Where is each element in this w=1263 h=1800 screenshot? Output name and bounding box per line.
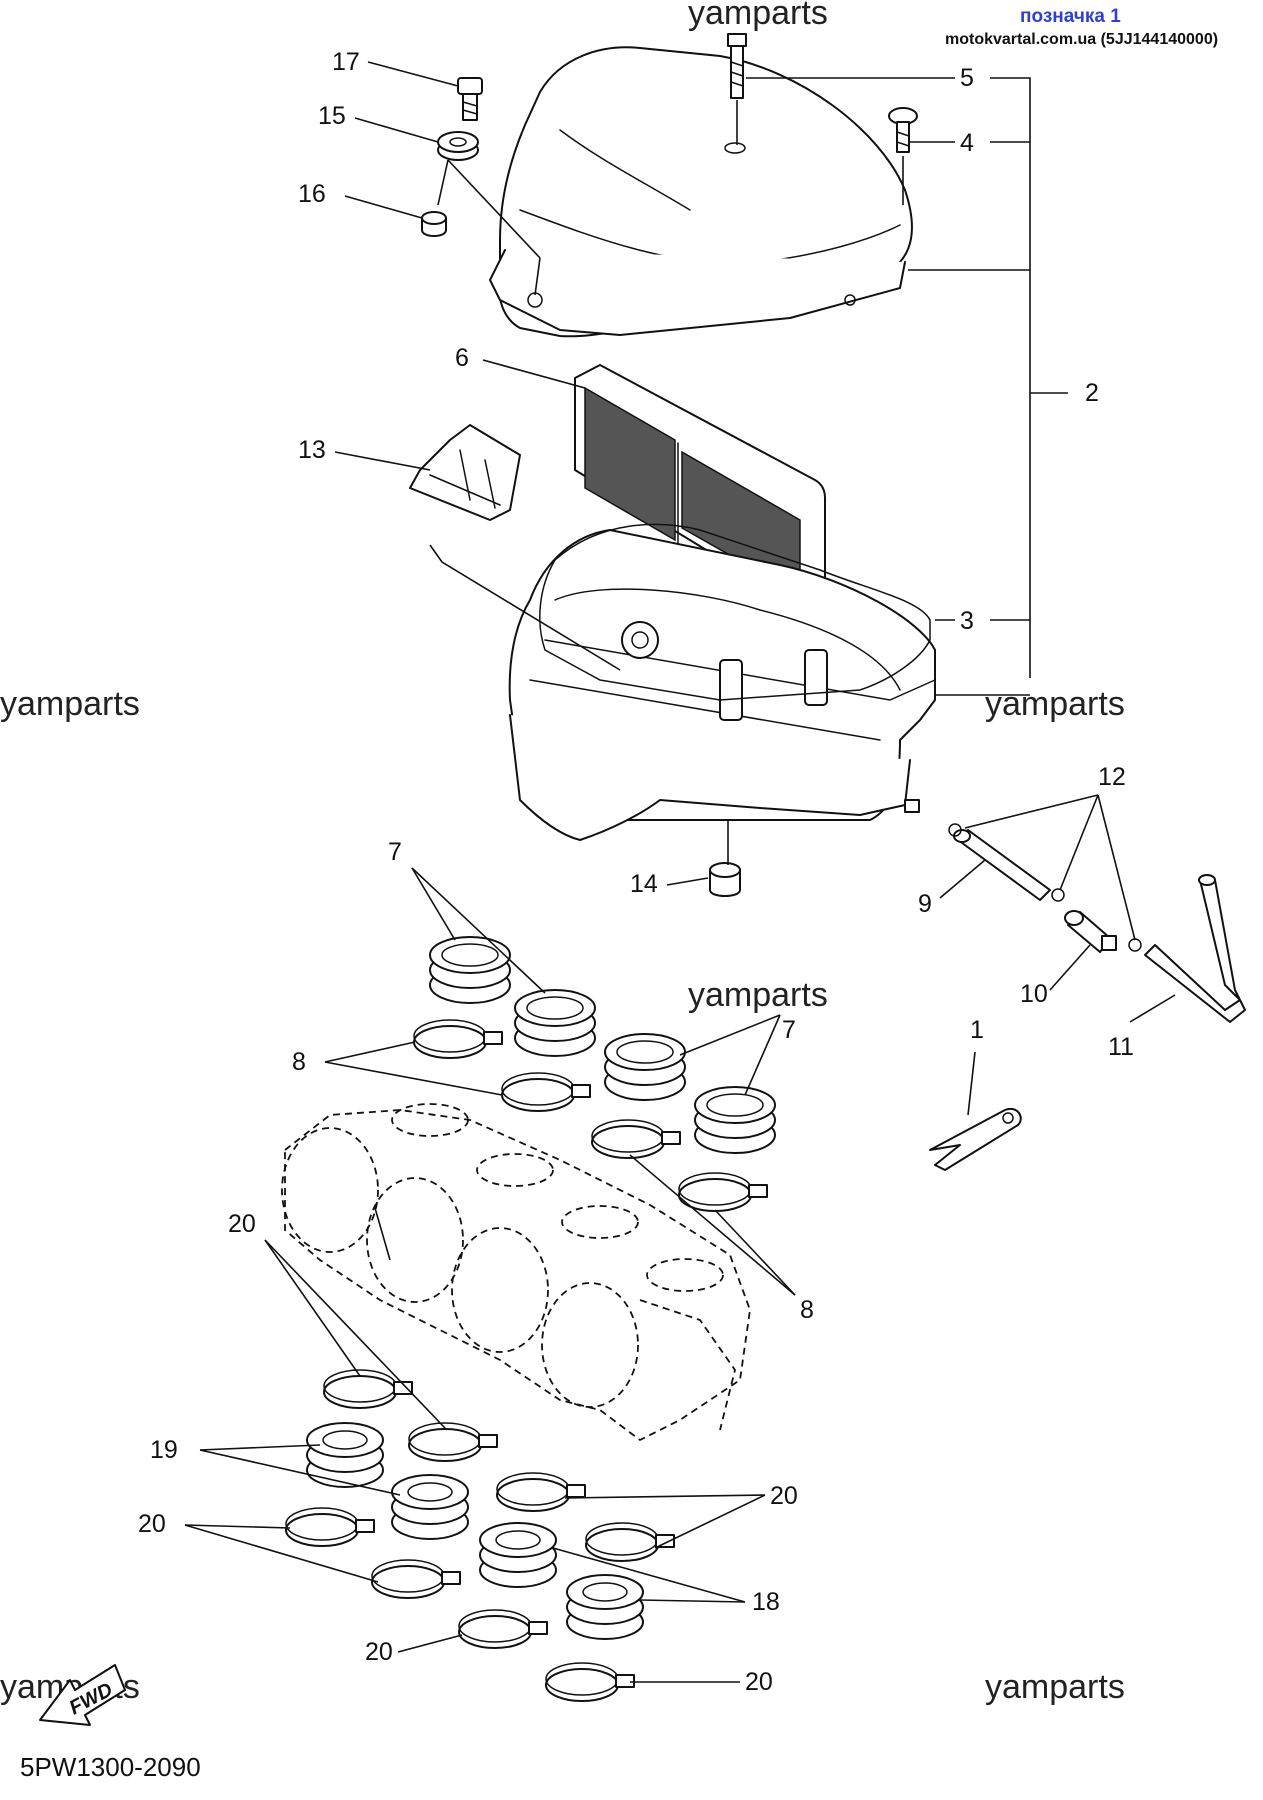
callout-4: 4 — [960, 129, 974, 157]
clamps-20-lower — [285, 1507, 635, 1702]
hose-clamp — [413, 1019, 503, 1059]
duct-13 — [409, 424, 521, 521]
hose-clamp — [408, 1422, 498, 1462]
watermark-bottom-right: yamparts — [985, 1668, 1125, 1706]
hose-clamp — [496, 1472, 586, 1512]
screw-4 — [888, 107, 918, 153]
breather-hose-9 — [953, 829, 1051, 901]
callout-11: 11 — [1108, 1033, 1134, 1061]
callout-2: 2 — [1085, 379, 1099, 407]
hose-clamp — [501, 1072, 591, 1112]
hose-clamp — [591, 1119, 681, 1159]
callout-14: 14 — [630, 870, 658, 898]
intake-joint — [604, 1033, 686, 1101]
air-cleaner-case — [508, 529, 936, 841]
callout-20-bottom-left: 20 — [365, 1638, 393, 1666]
callout-5: 5 — [960, 64, 974, 92]
callout-15: 15 — [318, 102, 346, 130]
throttle-bodies-reference — [281, 1103, 751, 1442]
watermark-right: yamparts — [985, 685, 1125, 723]
hose-clamp — [585, 1522, 675, 1562]
callout-1: 1 — [970, 1016, 984, 1044]
callout-16: 16 — [298, 180, 326, 208]
callout-6: 6 — [455, 344, 469, 372]
bracket-1 — [929, 1107, 1022, 1171]
air-cleaner-cover — [489, 46, 913, 338]
clamps-8 — [413, 1019, 768, 1212]
callout-7-right: 7 — [782, 1016, 796, 1044]
callout-17: 17 — [332, 48, 360, 76]
callout-12: 12 — [1098, 763, 1126, 791]
gasket-3 — [539, 523, 931, 701]
callout-9: 9 — [918, 890, 932, 918]
diagram-code: 5PW1300-2090 — [20, 1752, 201, 1782]
callout-20-right: 20 — [770, 1482, 798, 1510]
header-label: позначка 1 — [1020, 6, 1121, 27]
header-site: motokvartal.com.ua (5JJ144140000) — [945, 31, 1218, 48]
breather-hose-11 — [1144, 874, 1246, 1023]
joint-10 — [1064, 910, 1117, 953]
hose-clamp — [285, 1507, 375, 1547]
joints-19 — [306, 1422, 469, 1540]
intake-joint — [514, 989, 596, 1057]
callout-3: 3 — [960, 607, 974, 635]
intake-joint — [429, 936, 511, 1004]
callout-8-right: 8 — [800, 1296, 814, 1324]
callout-13: 13 — [298, 436, 326, 464]
callouts: 17 15 16 5 4 2 6 13 3 12 14 9 10 11 1 7 … — [138, 48, 1134, 1696]
damper-14 — [709, 862, 741, 897]
hose-clamp — [545, 1662, 635, 1702]
leader-lines — [184, 61, 1176, 1683]
clamps-20-upper — [323, 1369, 675, 1562]
screw-5 — [727, 33, 747, 99]
intake-joints-7 — [429, 936, 776, 1154]
bolt-17 — [457, 77, 483, 121]
watermark-top: yamparts — [688, 0, 828, 32]
hose-clamp — [371, 1559, 461, 1599]
grommet-15 — [437, 131, 479, 161]
collar-16 — [421, 211, 447, 237]
hose-clamp — [678, 1172, 768, 1212]
hose-clamp — [458, 1609, 548, 1649]
callout-19: 19 — [150, 1436, 178, 1464]
hose-clamp — [323, 1369, 413, 1409]
joints-18 — [479, 1522, 644, 1640]
callout-20-upper-left: 20 — [228, 1210, 256, 1238]
callout-20-left: 20 — [138, 1510, 166, 1538]
callout-7-upper: 7 — [388, 838, 402, 866]
watermark-left: yamparts — [0, 685, 140, 723]
intake-joint — [694, 1086, 776, 1154]
callout-10: 10 — [1020, 980, 1048, 1008]
callout-8-left: 8 — [292, 1048, 306, 1076]
watermark-center: yamparts — [688, 976, 828, 1014]
callout-18: 18 — [752, 1588, 780, 1616]
callout-20-bottom-right: 20 — [745, 1668, 773, 1696]
